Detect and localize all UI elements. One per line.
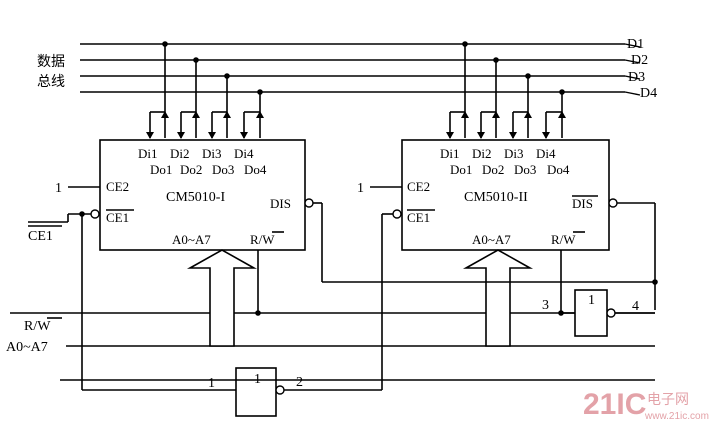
ce2-inputs: 1 1 <box>55 181 402 196</box>
chip1-data-wiring <box>146 41 264 139</box>
addr-line-label: A0~A7 <box>6 340 48 355</box>
chip1-body <box>99 139 306 251</box>
address-bus-arrows <box>186 249 534 347</box>
chip2-name: CM5010-II <box>464 190 528 205</box>
chip2-pin-rw: R/W <box>551 232 576 247</box>
chip1-pin-di3: Di3 <box>202 146 222 161</box>
bus-tail-d4 <box>624 91 641 96</box>
chip1-addr-bus-arrow <box>186 249 258 347</box>
chip2-dis-bubble <box>608 198 618 208</box>
chip1-pin-di2: Di2 <box>170 146 190 161</box>
chip1-pin-di4: Di4 <box>234 146 254 161</box>
right-inverter-gate <box>574 289 608 337</box>
watermark-url: www.21ic.com <box>644 411 709 422</box>
bus-tail-d2 <box>624 59 641 64</box>
lower-gate-in-label: 1 <box>208 376 215 391</box>
bus-tail-d3 <box>624 75 641 80</box>
ce1-external-label: CE1 <box>28 229 53 244</box>
bus-title-line1: 数据 <box>37 54 65 70</box>
chip1-pin-do4: Do4 <box>244 162 267 177</box>
chip2-ce1-bubble <box>392 209 402 219</box>
rw-connections <box>255 250 564 316</box>
ce1-network: CE1 1 1 2 <box>28 211 393 417</box>
chip2-pin-do4: Do4 <box>547 162 570 177</box>
chip1-pin-do1: Do1 <box>150 162 172 177</box>
chip1-pin-di1: Di1 <box>138 146 158 161</box>
chip1-pin-ce2: CE2 <box>106 179 129 194</box>
chip2-pin-do1: Do1 <box>450 162 472 177</box>
chip1: Di1 Di2 Di3 Di4 Do1 Do2 Do3 Do4 CE2 CE1 … <box>90 139 314 251</box>
bus-label-d2: D2 <box>631 53 648 68</box>
data-bus: D1 D2 D3 D4 数据 总线 <box>37 37 657 101</box>
bus-tail-d1 <box>624 43 641 48</box>
right-gate-out-label: 4 <box>632 299 639 314</box>
dis-network: 1 3 4 <box>313 202 658 337</box>
chip1-pin-addr: A0~A7 <box>172 232 211 247</box>
chip1-pin-dis: DIS <box>270 196 291 211</box>
chip2-pin-di1: Di1 <box>440 146 460 161</box>
chip2-pin-addr: A0~A7 <box>472 232 511 247</box>
chip1-pin-do3: Do3 <box>212 162 234 177</box>
chip1-dis-bubble <box>304 198 314 208</box>
chip1-name: CM5010-I <box>166 190 225 205</box>
chip2-pin-di2: Di2 <box>472 146 492 161</box>
rw-line-label: R/W <box>24 319 51 334</box>
chip2-pin-do3: Do3 <box>514 162 536 177</box>
bus-label-d3: D3 <box>628 70 645 85</box>
chip2-pin-do2: Do2 <box>482 162 504 177</box>
lower-gate-out-label: 2 <box>296 375 303 390</box>
watermark-cn: 电子网 <box>647 392 689 408</box>
control-lines: R/W A0~A7 <box>6 312 655 381</box>
ce2-level-1: 1 <box>55 181 62 196</box>
right-gate-symbol: 1 <box>588 293 595 308</box>
chip2-pin-ce2: CE2 <box>407 179 430 194</box>
bus-label-d1: D1 <box>627 37 644 52</box>
chip2-addr-bus-arrow <box>462 249 534 347</box>
chip2-data-wiring <box>446 41 566 139</box>
chip2-pin-di3: Di3 <box>504 146 524 161</box>
watermark-brand: 21IC <box>583 388 646 421</box>
ce2-level-2: 1 <box>357 181 364 196</box>
chip2-pin-dis: DIS <box>572 196 593 211</box>
chip1-ce1-bubble <box>90 209 100 219</box>
watermark: 21IC 电子网 www.21ic.com <box>583 388 709 422</box>
right-gate-bubble <box>606 308 616 318</box>
bus-label-d4: D4 <box>640 86 657 101</box>
chip1-pin-do2: Do2 <box>180 162 202 177</box>
chip1-pin-ce1: CE1 <box>106 210 129 225</box>
chip1-pin-rw: R/W <box>250 232 275 247</box>
chip2-pin-di4: Di4 <box>536 146 556 161</box>
bus-title-line2: 总线 <box>37 74 65 90</box>
right-gate-in-label: 3 <box>542 298 549 313</box>
chip2: Di1 Di2 Di3 Di4 Do1 Do2 Do3 Do4 CE2 CE1 … <box>392 139 618 251</box>
lower-gate-bubble <box>275 385 285 395</box>
chip2-pin-ce1: CE1 <box>407 210 430 225</box>
